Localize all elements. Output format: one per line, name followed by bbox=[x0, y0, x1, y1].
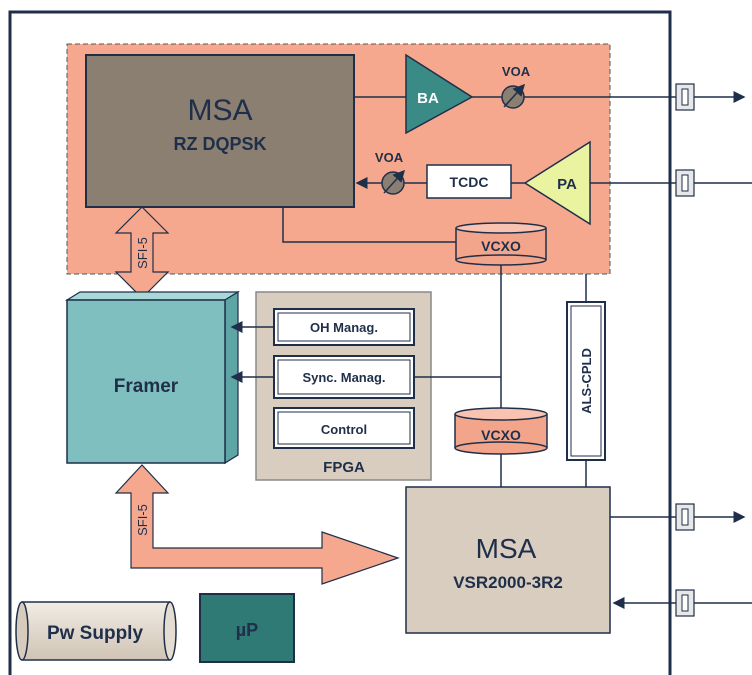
framer-box bbox=[64, 290, 241, 465]
msa-bottom-subtitle: VSR2000-3R2 bbox=[453, 573, 563, 592]
pw-supply bbox=[15, 601, 177, 661]
voa-top-arrow-icon bbox=[503, 83, 526, 108]
als-cpld-box bbox=[566, 301, 606, 461]
sfi-top-label: SFI-5 bbox=[135, 237, 150, 269]
ba-label: BA bbox=[417, 90, 439, 107]
vcxo-bottom-label: VCXO bbox=[481, 427, 521, 443]
msa-bottom-title: MSA bbox=[476, 533, 537, 564]
voa-mid-arrow-icon bbox=[383, 169, 406, 194]
msa-to-vcxo-line bbox=[282, 207, 458, 243]
framer-label: Framer bbox=[114, 376, 179, 397]
voa-mid-label: VOA bbox=[375, 150, 404, 165]
msa-top-title: MSA bbox=[187, 94, 252, 127]
up-label: µP bbox=[236, 620, 258, 640]
vcxo-top-label: VCXO bbox=[481, 238, 521, 254]
connector-2-icon bbox=[675, 169, 752, 197]
connector-1-icon bbox=[675, 83, 746, 111]
up-box bbox=[199, 593, 295, 663]
pw-supply-label: Pw Supply bbox=[47, 623, 144, 644]
als-cpld-label: ALS-CPLD bbox=[579, 348, 594, 414]
voa-top-label: VOA bbox=[502, 64, 531, 79]
vcxo-bottom bbox=[454, 407, 548, 455]
connector-4-icon bbox=[675, 589, 752, 617]
fpga-control-block bbox=[273, 407, 415, 449]
tcdc-label: TCDC bbox=[450, 174, 489, 190]
msa-top-box bbox=[85, 54, 355, 208]
fpga-oh-manag-label: OH Manag. bbox=[310, 320, 378, 335]
sfi-bottom-label: SFI-5 bbox=[135, 504, 150, 536]
fpga-sync-manag-label: Sync. Manag. bbox=[302, 370, 385, 385]
vcxo-top bbox=[455, 222, 547, 266]
sfi-bottom-arrow bbox=[114, 464, 400, 585]
fpga-oh-manag-block bbox=[273, 308, 415, 346]
ba-amplifier bbox=[405, 53, 474, 135]
chassis-border bbox=[8, 10, 672, 675]
fpga-sync-manag-block bbox=[273, 355, 415, 399]
pa-label: PA bbox=[557, 176, 577, 193]
fpga-label: FPGA bbox=[323, 459, 365, 476]
connector-3-icon bbox=[675, 503, 746, 531]
als-cpld-inner bbox=[570, 305, 602, 457]
tcdc-box bbox=[426, 164, 512, 199]
msa-top-subtitle: RZ DQPSK bbox=[173, 134, 266, 154]
msa-bottom-box bbox=[405, 486, 611, 634]
fpga-control-label: Control bbox=[321, 422, 367, 437]
